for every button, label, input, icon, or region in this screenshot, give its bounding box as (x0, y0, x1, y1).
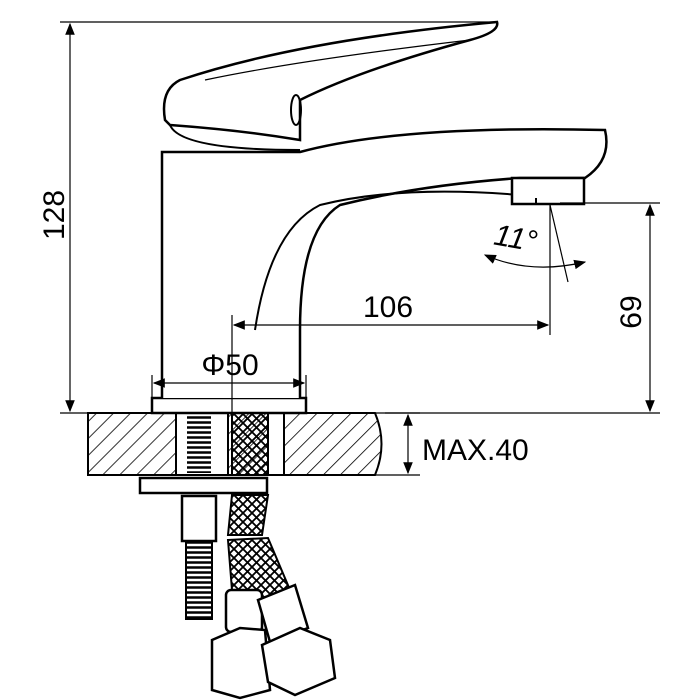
mounting-hardware (138, 476, 337, 700)
label-spout-angle: 11° (492, 219, 540, 259)
dimension-total-height: 128 (38, 21, 495, 414)
lever-handle (162, 20, 499, 151)
dimension-spout-reach: 106 (232, 205, 551, 335)
countertop-section (87, 412, 420, 476)
faucet-body (150, 127, 608, 415)
label-counter-thickness: MAX.40 (422, 434, 529, 467)
label-total-height: 128 (38, 190, 71, 240)
label-base-diameter: Φ50 (201, 349, 258, 382)
label-spout-reach: 106 (363, 291, 413, 324)
dimension-spout-height: 69 (385, 202, 660, 414)
aerator (510, 176, 586, 206)
dimension-base-diameter: Φ50 (151, 349, 307, 398)
label-spout-height: 69 (615, 295, 648, 328)
dimension-spout-angle: 11° (483, 204, 587, 283)
dimension-counter-thickness: MAX.40 (403, 413, 529, 475)
